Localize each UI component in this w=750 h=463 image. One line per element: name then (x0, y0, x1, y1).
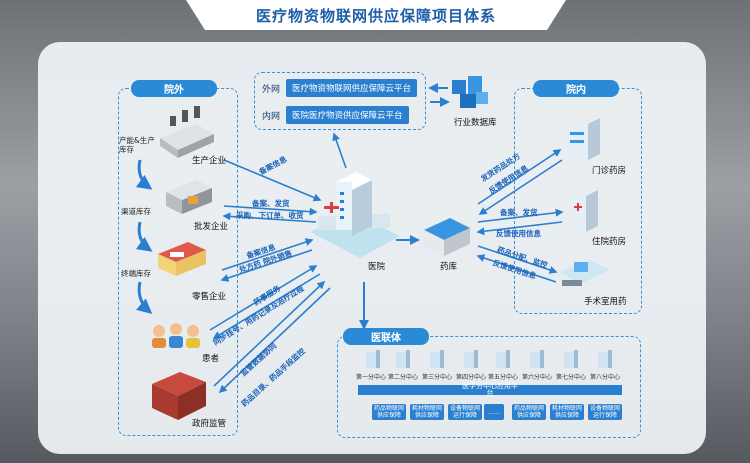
center-label: 第八分中心 (590, 374, 621, 381)
database-icon (452, 76, 488, 108)
center-label: 第五分中心 (488, 374, 519, 381)
flow-feedback-2: 反馈使用信息 (496, 229, 541, 238)
external-network-row: 外网 医疗物资物联网供应保障云平台 (262, 79, 418, 97)
operating-room-icon (560, 260, 610, 286)
stock-terminal-label: 终端库存 (121, 269, 151, 278)
service-box[interactable]: 耗材物联网供应保障 (550, 404, 584, 420)
consortium-region (337, 336, 641, 438)
outpatient-pharmacy-icon (566, 118, 600, 160)
retail-label: 零售企业 (192, 292, 227, 302)
service-box[interactable]: 设备物联网运行保障 (448, 404, 482, 420)
wholesale-label: 批发企业 (194, 222, 229, 232)
flow-purchase-order: 采购、下订单、收货 (236, 211, 304, 220)
inside-label: 院内 (533, 80, 619, 97)
inpatient-pharmacy-icon (570, 190, 598, 232)
platform-bar (358, 385, 622, 395)
surgery-label: 手术室用药 (584, 297, 627, 307)
patient-label: 患者 (202, 354, 220, 364)
outside-label: 院外 (131, 80, 217, 97)
government-label: 政府监管 (192, 419, 227, 429)
consortium-centers-icons (366, 350, 612, 368)
drug-warehouse-icon (424, 218, 470, 256)
external-tag: 外网 (262, 84, 281, 95)
internal-tag: 内网 (262, 111, 281, 122)
stock-capacity-label: 产能&生产库存 (119, 136, 155, 154)
flow-filing-shipping-2: 备案、发货 (500, 208, 538, 217)
service-box[interactable]: 设备物联网运行保障 (588, 404, 622, 420)
center-label: 第四分中心 (456, 374, 487, 381)
center-label: 第一分中心 (356, 374, 387, 381)
pharmacy-label: 药库 (440, 262, 458, 272)
internal-platform[interactable]: 医院医疗物资供应保障云平台 (286, 106, 409, 124)
platform-label: 医学分中心应用平台 (462, 382, 518, 397)
warehouse-icon (166, 180, 212, 214)
stock-channel-label: 渠道库存 (121, 207, 151, 216)
service-box[interactable]: 药品物联网供应保障 (372, 404, 406, 420)
patients-icon (152, 323, 200, 348)
center-label: 第三分中心 (422, 374, 453, 381)
government-building-icon (152, 372, 206, 420)
service-box[interactable]: 耗材物联网供应保障 (410, 404, 444, 420)
hospital-icon (310, 172, 400, 258)
inpatient-label: 住院药房 (592, 237, 627, 247)
network-region (254, 72, 426, 130)
outpatient-label: 门诊药房 (592, 166, 627, 176)
flow-filing-shipping: 备案、发货 (252, 199, 290, 208)
consortium-label: 医联体 (343, 328, 429, 345)
hospital-label: 医院 (368, 262, 386, 272)
store-icon (158, 242, 206, 276)
page-title: 医疗物资物联网供应保障项目体系 (255, 6, 496, 25)
title-banner: 医疗物资物联网供应保障项目体系 (186, 0, 566, 30)
center-label: 第七分中心 (556, 374, 587, 381)
producer-label: 生产企业 (192, 156, 227, 166)
service-box[interactable]: 药品物联网供应保障 (512, 404, 546, 420)
internal-network-row: 内网 医院医疗物资供应保障云平台 (262, 106, 409, 124)
service-box[interactable]: …… (484, 404, 504, 420)
center-label: 第六分中心 (522, 374, 553, 381)
database-label: 行业数据库 (454, 118, 497, 128)
external-platform[interactable]: 医疗物资物联网供应保障云平台 (286, 79, 418, 97)
factory-icon (160, 106, 214, 158)
center-label: 第二分中心 (388, 374, 419, 381)
